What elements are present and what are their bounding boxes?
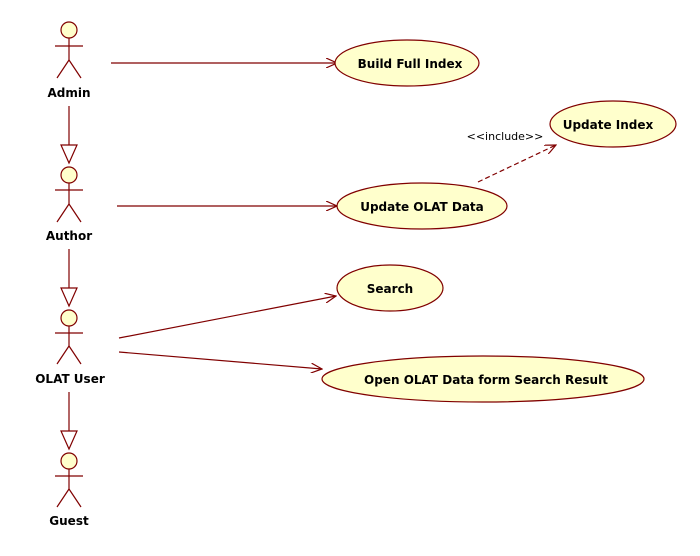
use-case-open-olat-data[interactable]: Open OLAT Data form Search Result [321,355,645,403]
actor-olat-user[interactable]: OLAT User [35,309,105,386]
stick-figure-icon [55,452,83,508]
include-dependency [477,145,556,183]
actor-author[interactable]: Author [46,166,92,243]
actor-label-olat-user: OLAT User [35,372,105,386]
actor-guest[interactable]: Guest [49,452,89,528]
use-case-label: Search [367,282,413,296]
actor-admin[interactable]: Admin [47,21,91,100]
actor-label-guest: Guest [49,514,89,528]
use-case-search[interactable]: Search [336,264,444,312]
generalization-author-olat-user [60,249,78,308]
actor-label-author: Author [46,229,92,243]
stick-figure-icon [55,166,83,223]
stick-figure-icon [55,309,83,365]
use-case-update-index[interactable]: Update Index [549,100,677,148]
generalization-arrowhead-icon [60,287,78,308]
use-case-build-full-index[interactable]: Build Full Index [334,39,480,87]
generalization-arrowhead-icon [60,430,78,451]
association-olat-user-search [118,296,336,339]
include-stereotype-label: <<include>> [467,130,544,143]
use-case-label: Build Full Index [358,57,463,71]
use-case-update-olat-data[interactable]: Update OLAT Data [336,182,508,230]
actor-label-admin: Admin [47,86,90,100]
stick-figure-icon [55,21,83,79]
use-case-label: Open OLAT Data form Search Result [364,373,608,387]
generalization-arrowhead-icon [60,144,78,165]
use-case-label: Update OLAT Data [360,200,484,214]
generalization-olat-user-guest [60,392,78,451]
association-olat-user-open-data [118,351,322,369]
use-case-label: Update Index [563,118,654,132]
generalization-admin-author [60,106,78,165]
